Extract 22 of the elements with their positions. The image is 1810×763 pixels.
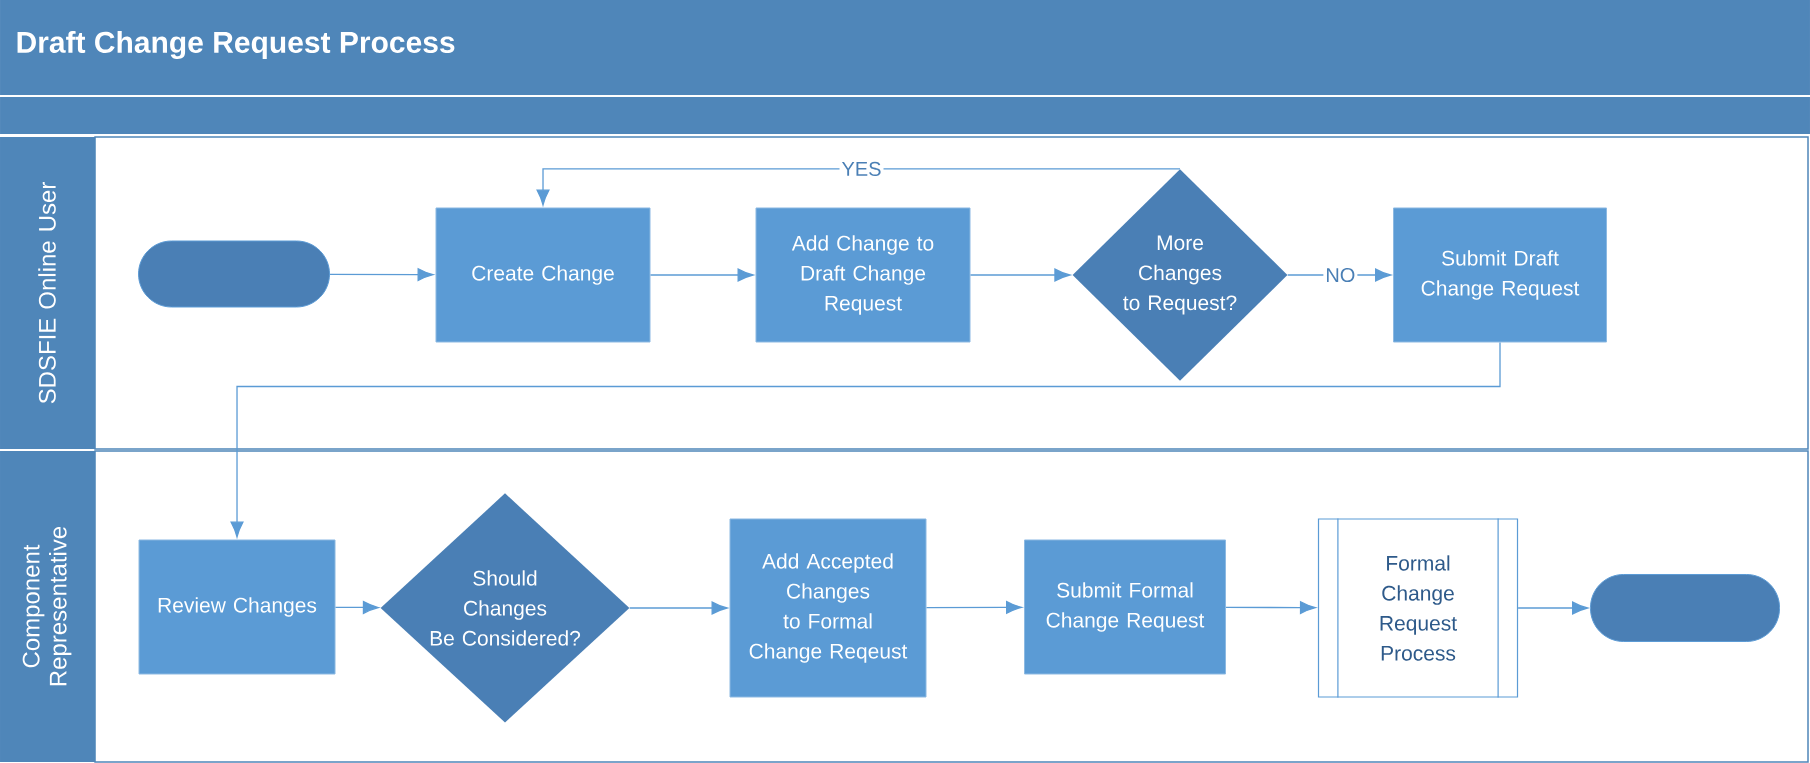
- title: Draft Change Request Process: [17, 30, 455, 60]
- subprocess-box: Formal Change Request Process: [1317, 517, 1519, 699]
- arrow: [334, 600, 379, 614]
- process-box: Review Changes: [138, 539, 336, 675]
- process-box: Add Accepted Changes to Formal Change Reqeust: [729, 518, 927, 698]
- arrow: [1225, 601, 1316, 615]
- arrow: [649, 268, 754, 282]
- process-box: Add Change to Draft Change Request: [755, 207, 971, 343]
- arrow: [1517, 601, 1589, 615]
- edge-label: YES: [841, 161, 881, 176]
- edge-label: NO: [1327, 267, 1355, 283]
- node-label: Component Representative: [22, 526, 72, 686]
- arrow: [629, 601, 728, 615]
- arrow: [329, 268, 434, 282]
- arrow: [536, 168, 1181, 206]
- process-box: Submit Draft Change Request: [1393, 207, 1607, 343]
- arrow: [969, 268, 1071, 282]
- process-box: Submit Formal Change Request: [1024, 539, 1226, 675]
- node-label: SDSFIE Online User: [38, 182, 56, 404]
- arrow: [230, 341, 1501, 538]
- process-box: Create Change: [435, 207, 651, 343]
- arrow: [925, 600, 1023, 614]
